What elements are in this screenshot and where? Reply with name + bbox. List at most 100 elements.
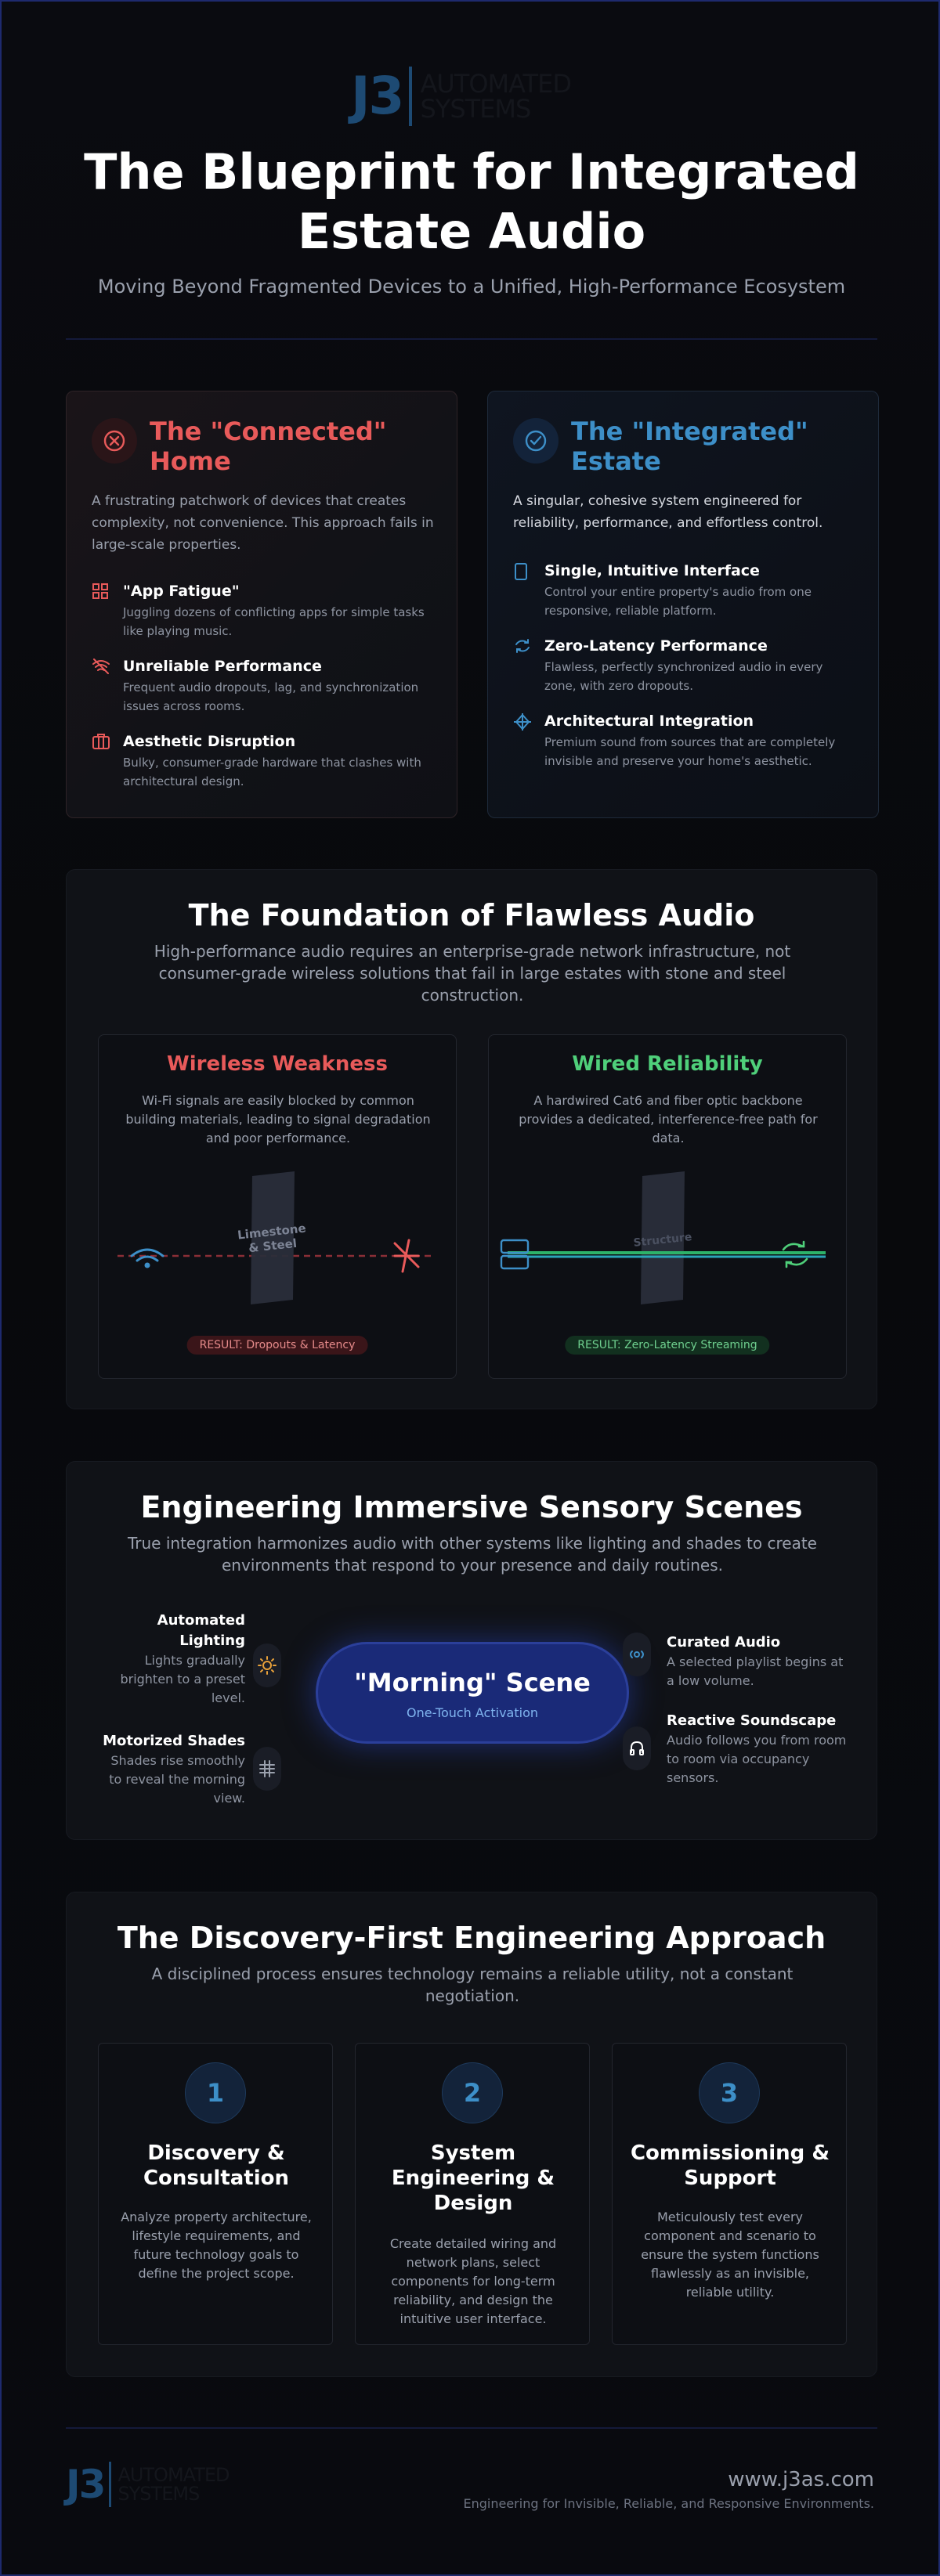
connected-item: "App Fatigue" Juggling dozens of conflic… xyxy=(92,581,436,640)
connected-home-card: The "Connected" Home A frustrating patch… xyxy=(66,391,457,818)
footer-logo-line-1: AUTOMATED xyxy=(118,2464,230,2486)
integrated-item-title: Architectural Integration xyxy=(544,713,754,730)
scene-shades: Motorized Shades Shades rise smoothly to… xyxy=(98,1731,245,1808)
connected-item-title: Unreliable Performance xyxy=(123,658,322,675)
sync-icon xyxy=(782,1240,808,1268)
wireless-title: Wireless Weakness xyxy=(167,1052,388,1076)
step-description: Meticulously test every component and sc… xyxy=(641,2210,819,2300)
scene-shades-title: Motorized Shades xyxy=(103,1733,245,1749)
step-number: 2 xyxy=(442,2062,503,2123)
wired-card: Wired Reliability A hardwired Cat6 and f… xyxy=(488,1034,847,1379)
check-circle-icon xyxy=(513,418,559,464)
headphones-icon xyxy=(623,1726,651,1770)
scene-soundscape-title: Reactive Soundscape xyxy=(667,1712,837,1729)
step-number: 1 xyxy=(185,2062,246,2123)
broken-link-icon xyxy=(393,1239,420,1273)
connected-item-desc: Juggling dozens of conflicting apps for … xyxy=(123,605,425,638)
scene-audio-desc: A selected playlist begins at a low volu… xyxy=(667,1654,844,1688)
process-title: The Discovery-First Engineering Approach xyxy=(117,1921,826,1955)
morning-scene-title: "Morning" Scene xyxy=(354,1668,591,1697)
connected-item: Unreliable Performance Frequent audio dr… xyxy=(92,656,436,716)
speaker-icon xyxy=(623,1633,651,1676)
footer-tagline: Engineering for Invisible, Reliable, and… xyxy=(463,2496,874,2511)
step-title: Commissioning & Support xyxy=(630,2141,830,2190)
wifi-off-icon xyxy=(92,656,114,716)
process-section: The Discovery-First Engineering Approach… xyxy=(66,1892,877,2377)
logo-line-2: SYSTEMS xyxy=(420,94,531,124)
integrated-item-title: Single, Intuitive Interface xyxy=(544,562,760,579)
wall-panel xyxy=(641,1171,685,1304)
logo-mark: J3 xyxy=(351,66,404,126)
wireless-result-badge: RESULT: Dropouts & Latency xyxy=(186,1336,368,1355)
crosshair-icon xyxy=(513,711,535,770)
logo-text: AUTOMATED SYSTEMS xyxy=(420,69,571,124)
wired-diagram: Structure xyxy=(500,1171,826,1304)
logo: J3 AUTOMATED SYSTEMS xyxy=(351,64,594,128)
connected-item-desc: Frequent audio dropouts, lag, and synchr… xyxy=(123,680,419,713)
scene-soundscape: Reactive Soundscape Audio follows you fr… xyxy=(667,1711,855,1788)
wireless-diagram: Limestone & Steel xyxy=(118,1171,436,1304)
x-circle-icon xyxy=(92,418,137,464)
integrated-item-desc: Flawless, perfectly synchronized audio i… xyxy=(544,660,823,693)
process-step: 1 Discovery & Consultation Analyze prope… xyxy=(98,2043,333,2345)
connected-item-title: "App Fatigue" xyxy=(123,583,240,600)
scene-lighting-desc: Lights gradually brighten to a preset le… xyxy=(120,1653,245,1705)
footer-logo-mark: J3 xyxy=(66,2462,106,2507)
scene-audio-title: Curated Audio xyxy=(667,1634,781,1651)
integrated-item: Single, Intuitive Interface Control your… xyxy=(513,561,858,620)
integrated-item: Architectural Integration Premium sound … xyxy=(513,711,858,770)
footer-logo-text: AUTOMATED SYSTEMS xyxy=(118,2464,230,2505)
header-divider xyxy=(66,338,877,340)
logo-line-1: AUTOMATED xyxy=(420,69,571,99)
integrated-item-title: Zero-Latency Performance xyxy=(544,637,768,655)
server-icon xyxy=(500,1239,530,1270)
integrated-item-desc: Premium sound from sources that are comp… xyxy=(544,735,836,768)
wall-label: Structure xyxy=(633,1231,692,1250)
integrated-estate-title: The "Integrated" Estate xyxy=(571,417,808,476)
process-subtitle: A disciplined process ensures technology… xyxy=(151,1964,794,2005)
step-title: Discovery & Consultation xyxy=(143,2141,290,2190)
process-step: 2 System Engineering & Design Create det… xyxy=(355,2043,590,2345)
footer-logo-line-2: SYSTEMS xyxy=(118,2483,200,2505)
connected-home-title: The "Connected" Home xyxy=(150,417,387,476)
sync-icon xyxy=(513,636,535,695)
footer-url[interactable]: www.j3as.com xyxy=(728,2468,874,2491)
scenes-subtitle: True integration harmonizes audio with o… xyxy=(128,1534,817,1575)
connected-home-description: A frustrating patchwork of devices that … xyxy=(92,493,434,553)
device-box-icon xyxy=(92,731,114,791)
foundation-section: The Foundation of Flawless Audio High-pe… xyxy=(66,869,877,1409)
scenes-title: Engineering Immersive Sensory Scenes xyxy=(140,1490,803,1524)
foundation-title: The Foundation of Flawless Audio xyxy=(188,898,755,933)
step-number: 3 xyxy=(699,2062,760,2123)
page-title: The Blueprint for Integrated Estate Audi… xyxy=(84,143,859,260)
app-grid-icon xyxy=(92,581,114,640)
wall-panel xyxy=(251,1171,295,1304)
page-subtitle: Moving Beyond Fragmented Devices to a Un… xyxy=(97,276,846,298)
scene-lighting-title: Automated Lighting xyxy=(157,1612,245,1649)
process-step: 3 Commissioning & Support Meticulously t… xyxy=(612,2043,847,2345)
sun-icon xyxy=(253,1643,281,1687)
morning-scene-button[interactable]: "Morning" Scene One-Touch Activation xyxy=(316,1642,629,1744)
integrated-estate-description: A singular, cohesive system engineered f… xyxy=(513,493,823,531)
wireless-card: Wireless Weakness Wi-Fi signals are easi… xyxy=(98,1034,457,1379)
shades-icon xyxy=(253,1747,281,1791)
footer-logo-divider xyxy=(109,2462,112,2507)
scene-audio: Curated Audio A selected playlist begins… xyxy=(667,1633,855,1690)
integrated-estate-card: The "Integrated" Estate A singular, cohe… xyxy=(487,391,879,818)
integrated-item: Zero-Latency Performance Flawless, perfe… xyxy=(513,636,858,695)
scenes-section: Engineering Immersive Sensory Scenes Tru… xyxy=(66,1461,877,1840)
connected-item-title: Aesthetic Disruption xyxy=(123,733,296,750)
logo-divider xyxy=(409,67,413,126)
step-title: System Engineering & Design xyxy=(391,2141,555,2215)
scene-shades-desc: Shades rise smoothly to reveal the morni… xyxy=(109,1753,245,1806)
wireless-description: Wi-Fi signals are easily blocked by comm… xyxy=(125,1093,431,1145)
wired-description: A hardwired Cat6 and fiber optic backbon… xyxy=(519,1093,818,1145)
wired-title: Wired Reliability xyxy=(572,1052,763,1076)
connected-item-desc: Bulky, consumer-grade hardware that clas… xyxy=(123,756,421,788)
scene-lighting: Automated Lighting Lights gradually brig… xyxy=(98,1611,245,1708)
scene-soundscape-desc: Audio follows you from room to room via … xyxy=(667,1733,847,1785)
step-description: Analyze property architecture, lifestyle… xyxy=(121,2210,312,2281)
footer-logo: J3 AUTOMATED SYSTEMS xyxy=(66,2460,262,2509)
wifi-icon xyxy=(130,1248,164,1268)
